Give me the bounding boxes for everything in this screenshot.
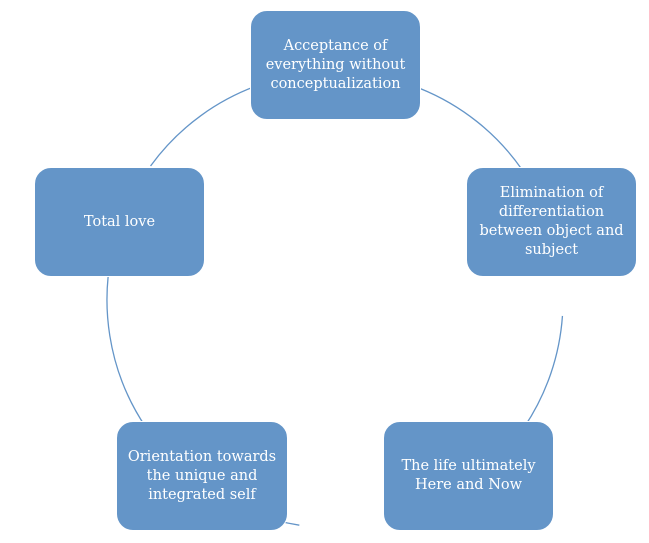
cycle-node-total-love: Total love	[34, 167, 205, 277]
node-label: Elimination of differentiation between o…	[479, 185, 624, 258]
connector-arc-0	[420, 87, 523, 170]
node-label: Orientation towards the unique and integ…	[127, 448, 277, 503]
connector-arc-4	[150, 82, 265, 167]
cycle-node-acceptance: Acceptance of everything without concept…	[250, 10, 421, 120]
node-label: The life ultimately Here and Now	[401, 458, 536, 493]
cycle-node-orientation: Orientation towards the unique and integ…	[116, 421, 288, 531]
node-label: Acceptance of everything without concept…	[265, 37, 406, 92]
node-label: Total love	[83, 213, 156, 230]
cycle-node-elimination: Elimination of differentiation between o…	[466, 167, 637, 277]
cycle-node-here-and-now: The life ultimately Here and Now	[383, 421, 554, 531]
